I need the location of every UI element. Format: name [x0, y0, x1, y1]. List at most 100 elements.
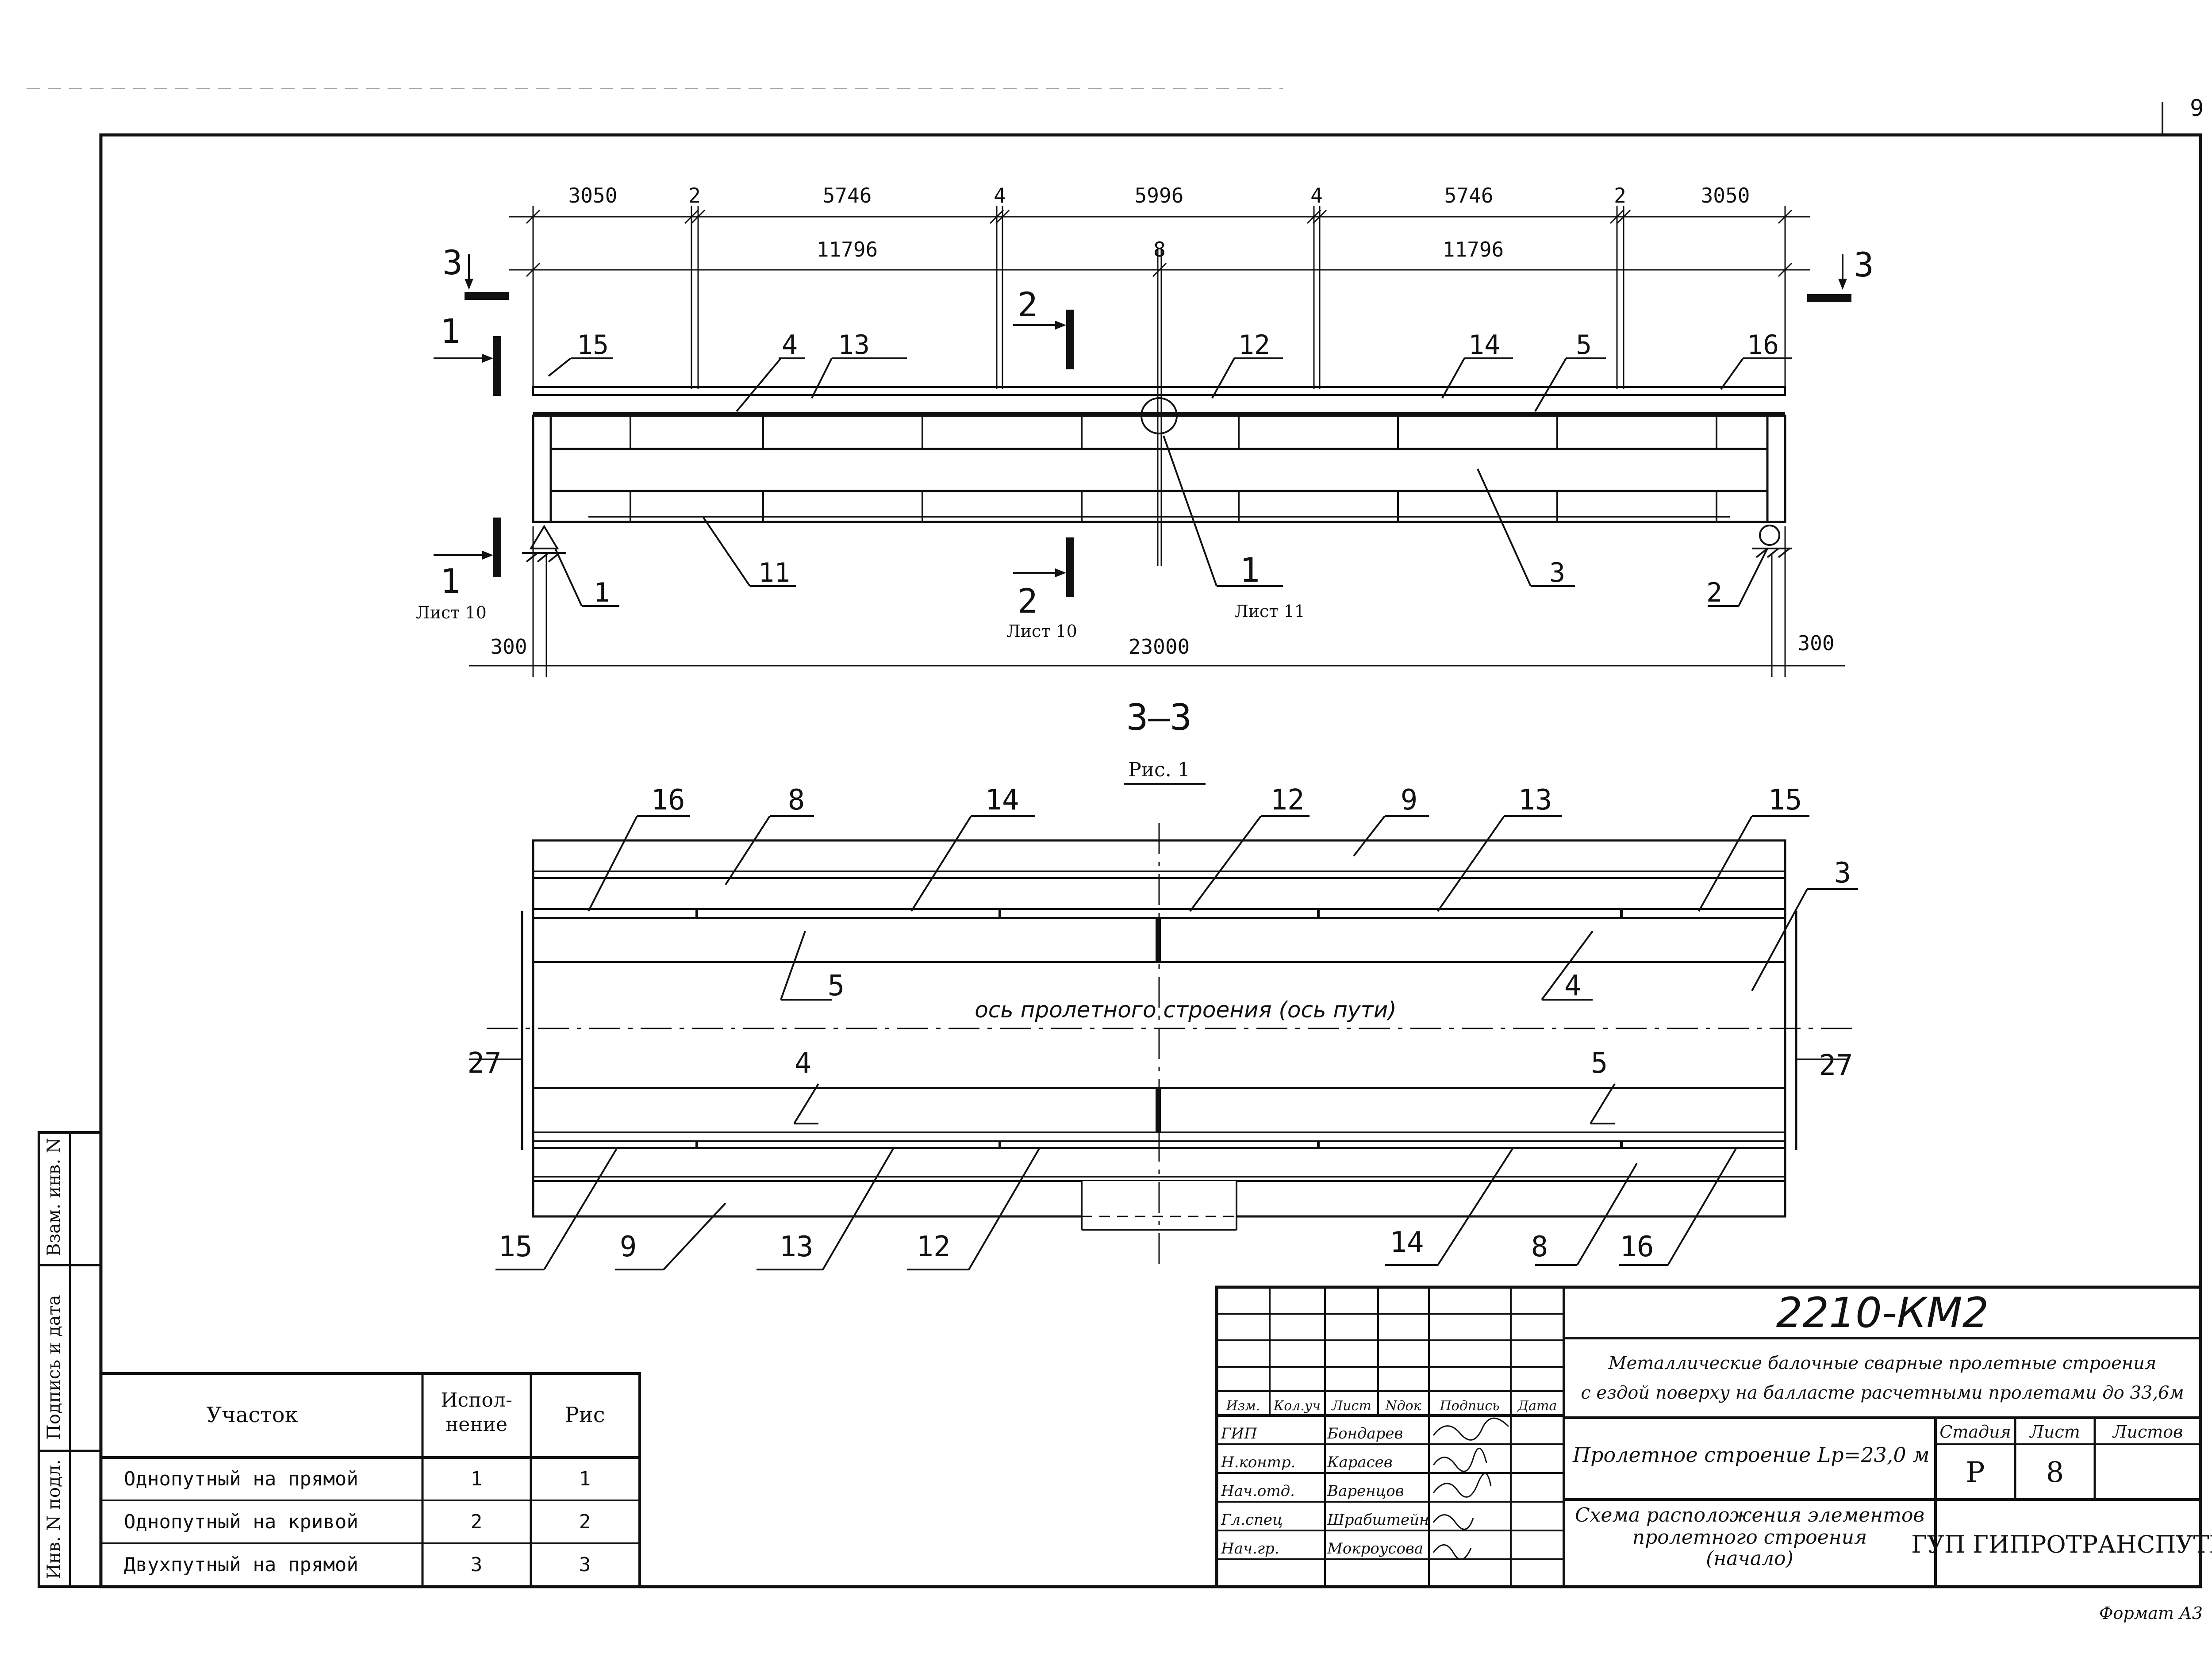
callout-14-sec-bottom: 14 — [1390, 1226, 1424, 1259]
col-header-uchastok: Участок — [206, 1403, 298, 1427]
dim-23000: 23000 — [1129, 635, 1190, 659]
rev-header-list: Лист — [1331, 1398, 1371, 1414]
signer-role-3: Нач.отд. — [1221, 1482, 1295, 1500]
row1-isp: 1 — [471, 1468, 483, 1490]
signer-name-5: Мокроусова — [1327, 1540, 1423, 1557]
callout-5-sec-top: 5 — [828, 970, 845, 1002]
doc-code: 2210-КМ2 — [1776, 1289, 1989, 1337]
callout-15-plan: 15 — [577, 330, 609, 361]
row1-ris: 1 — [579, 1468, 591, 1490]
figure-label: Рис. 1 — [1128, 759, 1190, 781]
callout-16-sec: 16 — [651, 784, 685, 817]
dim-300-right: 300 — [1797, 631, 1834, 655]
callout-12-plan: 12 — [1238, 330, 1270, 361]
section-mark-3-right: 3 — [1807, 245, 1874, 302]
vzam-inv-label: Взам. инв. N — [44, 1138, 64, 1256]
stage-label: Стадия — [1939, 1422, 2011, 1442]
callout-1-support: 1 — [594, 577, 610, 608]
callout-5-sec-bottom: 5 — [1591, 1047, 1608, 1080]
dim-5746-right: 5746 — [1444, 184, 1494, 207]
callout-16-sec-bottom: 16 — [1620, 1231, 1654, 1263]
sheet-frame: 9 — [27, 88, 2204, 1588]
col-header-ispolnenie-2: нение — [445, 1413, 507, 1436]
axis-label: ось пролетного строения (ось пути) — [975, 997, 1397, 1023]
signer-role-4: Гл.спец — [1221, 1511, 1283, 1529]
callout-8-sec-bottom: 8 — [1531, 1231, 1548, 1263]
signer-name-2: Карасев — [1327, 1454, 1393, 1471]
rev-header-izm: Изм. — [1226, 1398, 1260, 1414]
callout-12-sec: 12 — [1270, 784, 1304, 817]
dim-8: 8 — [1153, 238, 1166, 261]
sheets-label: Листов — [2112, 1422, 2183, 1442]
svg-text:1: 1 — [440, 311, 461, 351]
callout-9-sec-bottom: 9 — [620, 1231, 637, 1263]
callout-13-sec: 13 — [1518, 784, 1552, 817]
dim-4-right: 4 — [1310, 184, 1323, 207]
rev-header-ndok: Nдок — [1385, 1398, 1421, 1414]
title-line1: Металлические балочные сварные пролетные… — [1608, 1353, 2157, 1373]
col-header-ispolnenie-1: Испол- — [441, 1389, 512, 1412]
col-header-ris: Рис — [565, 1403, 605, 1427]
row3-isp: 3 — [471, 1553, 483, 1576]
svg-text:1: 1 — [440, 561, 461, 601]
object-name: Пролетное строение Lр=23,0 м — [1572, 1443, 1929, 1467]
svg-text:3: 3 — [1854, 245, 1874, 284]
signer-role-5: Нач.гр. — [1221, 1540, 1279, 1557]
section-3-3-view: 3–3 Рис. 1 ось пролетного стр — [467, 697, 1858, 1270]
section-mark-2-top: 2 — [1013, 285, 1074, 369]
row3-ris: 3 — [579, 1553, 591, 1576]
callout-13-plan: 13 — [838, 330, 870, 361]
podpis-data-label: Подпись и дата — [44, 1295, 64, 1440]
rev-header-podpis: Подпись — [1439, 1398, 1499, 1414]
inv-podl-label: Инв. N подл. — [44, 1459, 64, 1579]
plan-view: 3050 2 5746 4 5996 4 5746 2 3050 11796 8… — [416, 184, 1874, 677]
callout-14-plan: 14 — [1468, 330, 1500, 361]
dim-11796-right: 11796 — [1443, 238, 1504, 261]
dim-2-right: 2 — [1614, 184, 1626, 207]
callout-3-plan: 3 — [1549, 557, 1565, 588]
section-mark-2-bottom: 2 Лист 10 — [1006, 537, 1077, 641]
callout-13-sec-bottom: 13 — [779, 1231, 813, 1263]
signer-name-3: Варенцов — [1327, 1482, 1404, 1500]
row2-isp: 2 — [471, 1511, 483, 1533]
dim-11796-left: 11796 — [817, 238, 878, 261]
callout-14-sec: 14 — [985, 784, 1019, 817]
rev-header-data: Дата — [1517, 1398, 1557, 1414]
callout-15-sec-bottom: 15 — [498, 1231, 532, 1263]
dim-5996: 5996 — [1135, 184, 1184, 207]
title-block: 2210-КМ2 Металлические балочные сварные … — [1215, 1285, 2212, 1588]
callout-11-plan: 11 — [758, 557, 790, 588]
dim-3050-right: 3050 — [1701, 184, 1750, 207]
title-line2: с ездой поверху на балласте расчетными п… — [1581, 1383, 2184, 1403]
svg-text:2: 2 — [1018, 285, 1038, 324]
callout-5-plan: 5 — [1576, 330, 1592, 361]
page-corner-number: 9 — [2190, 95, 2204, 122]
section-title: 3–3 — [1126, 697, 1192, 739]
sheet-ref-s1: Лист 10 — [416, 603, 487, 622]
callout-12-sec-bottom: 12 — [916, 1231, 950, 1263]
variants-table: Участок Испол- нение Рис Однопутный на п… — [100, 1372, 641, 1588]
signer-name-4: Шрабштейн — [1327, 1511, 1429, 1529]
section-mark-3-left: 3 — [442, 243, 509, 300]
signature-scribbles — [1432, 1417, 1509, 1560]
format-label: Формат А3 — [2099, 1603, 2203, 1623]
callout-2-support: 2 — [1706, 577, 1722, 608]
callout-3-sec: 3 — [1834, 857, 1851, 890]
callout-9-sec: 9 — [1401, 784, 1418, 817]
signer-name-1: Бондарев — [1327, 1425, 1403, 1442]
dim-2-left: 2 — [688, 184, 701, 207]
callout-8-sec: 8 — [788, 784, 805, 817]
callout-16-plan: 16 — [1747, 330, 1779, 361]
row2-name: Однопутный на кривой — [124, 1511, 358, 1533]
callout-4-plan: 4 — [782, 330, 798, 361]
callout-27-right: 27 — [1819, 1049, 1853, 1082]
dim-3050-left: 3050 — [568, 184, 618, 207]
callout-27-left: 27 — [467, 1047, 501, 1080]
drawing-name-3: (начало) — [1706, 1547, 1793, 1570]
dim-300-left: 300 — [490, 635, 527, 659]
organization: ГУП ГИПРОТРАНСПУТЬ — [1911, 1530, 2212, 1558]
sheet-ref-s2: Лист 10 — [1006, 621, 1077, 641]
side-strip: Инв. N подл. Подпись и дата Взам. инв. N — [38, 1131, 102, 1588]
